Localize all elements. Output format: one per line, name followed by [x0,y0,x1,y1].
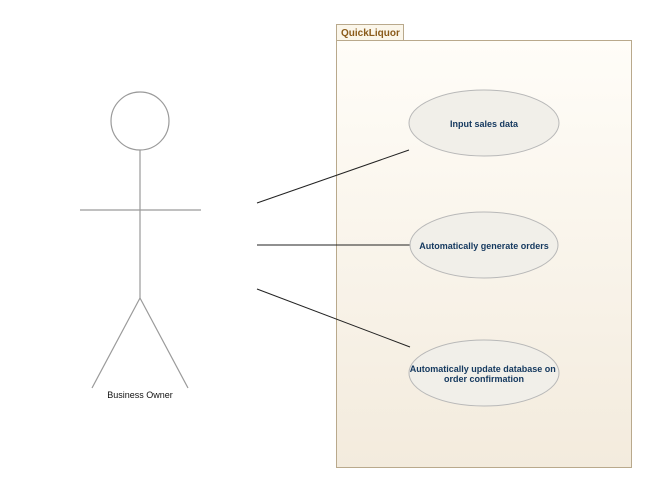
system-name-tab [336,24,404,41]
association-input-sales [256,149,410,204]
actor-right-leg [139,297,189,389]
use-case-ellipse [409,211,559,279]
use-case-label: Automatically update database on order c… [410,364,559,384]
use-case-label: Input sales data [450,119,519,129]
associations [256,149,411,348]
actor-left-leg [91,297,141,389]
association-update-database [256,288,411,348]
use-case-input-sales-data: Input sales data [408,89,560,157]
actor-head [110,91,170,151]
use-case-ellipse [408,89,560,157]
actor-label: Business Owner [107,390,173,400]
system-name: QuickLiquor [341,28,400,39]
use-case-update-database: Automatically update database on order c… [408,339,560,407]
use-case-label: Automatically generate orders [419,241,549,251]
use-case-generate-orders: Automatically generate orders [409,211,559,279]
use-case-ellipse [408,339,560,407]
actor-business-owner [80,91,201,389]
